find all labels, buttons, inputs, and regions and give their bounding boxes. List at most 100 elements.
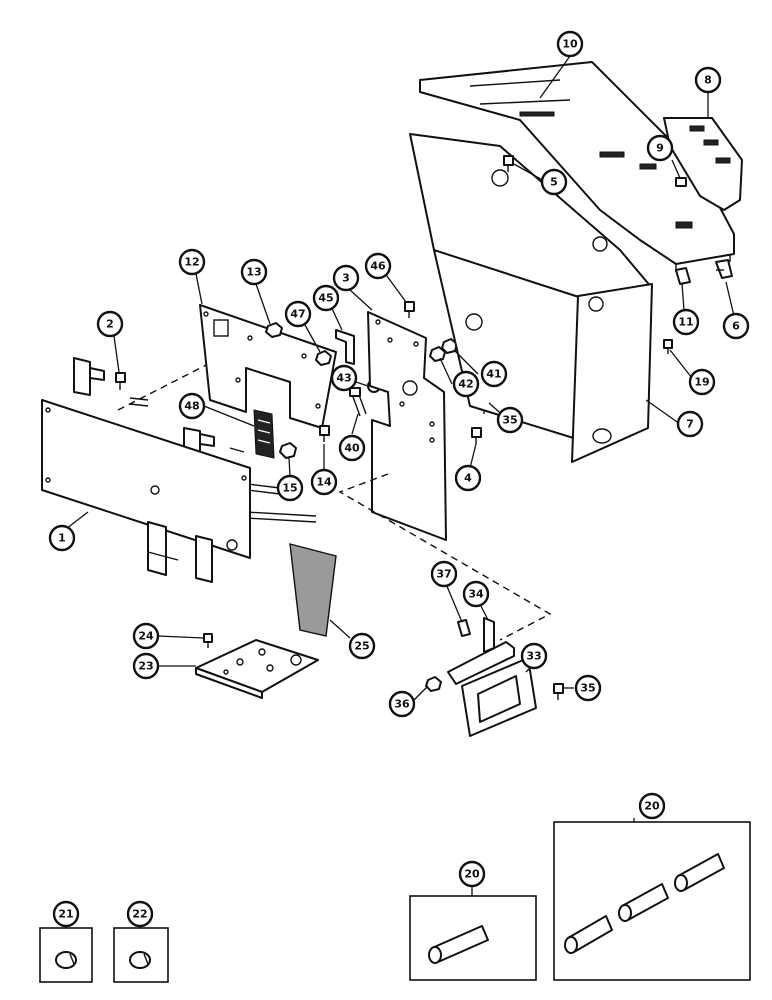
part-5-screw (503, 155, 514, 172)
callout-19: 19 (688, 368, 716, 396)
svg-text:11: 11 (678, 316, 693, 329)
svg-text:9: 9 (656, 142, 664, 155)
part-22-plug-box (113, 927, 169, 983)
svg-text:20: 20 (644, 800, 660, 813)
callout-12: 12 (178, 248, 206, 276)
callout-7: 7 (676, 410, 704, 438)
svg-text:12: 12 (184, 256, 199, 269)
svg-text:35: 35 (502, 414, 517, 427)
callout-3: 3 (332, 264, 360, 292)
svg-text:35: 35 (580, 682, 595, 695)
callout-4: 4 (454, 464, 482, 492)
svg-text:6: 6 (732, 320, 740, 333)
svg-text:25: 25 (354, 640, 369, 653)
callout-9: 9 (646, 134, 674, 162)
part-40-stud (349, 387, 367, 417)
svg-text:46: 46 (370, 260, 386, 273)
svg-text:34: 34 (468, 588, 484, 601)
svg-text:8: 8 (704, 74, 712, 87)
callout-20-single: 20 (458, 860, 486, 888)
callout-24: 24 (132, 622, 160, 650)
svg-text:48: 48 (184, 400, 199, 413)
part-20-single-sleeve-box (409, 895, 537, 981)
callout-1: 1 (48, 524, 76, 552)
svg-text:40: 40 (344, 442, 360, 455)
callout-34: 34 (462, 580, 490, 608)
callout-46: 46 (364, 252, 392, 280)
callout-20-triple: 20 (638, 792, 666, 820)
svg-text:3: 3 (342, 272, 350, 285)
callout-8: 8 (694, 66, 722, 94)
part-46-screw (404, 301, 415, 318)
callout-43: 43 (330, 364, 358, 392)
part-45-clip (335, 329, 355, 365)
callout-11: 11 (672, 308, 700, 336)
svg-text:24: 24 (138, 630, 154, 643)
alignment-line-lower (338, 473, 552, 641)
svg-text:15: 15 (282, 482, 297, 495)
callout-25: 25 (348, 632, 376, 660)
part-12-mounting-plate (199, 304, 337, 429)
part-35-screw-lower (553, 683, 564, 700)
svg-text:13: 13 (246, 266, 261, 279)
part-33-tray (461, 657, 537, 737)
part-14-screw (319, 425, 330, 442)
svg-text:47: 47 (290, 308, 305, 321)
callout-48: 48 (178, 392, 206, 420)
callout-37: 37 (430, 560, 458, 588)
callout-35-upper: 35 (496, 406, 524, 434)
svg-text:33: 33 (526, 650, 541, 663)
svg-text:19: 19 (694, 376, 709, 389)
part-42-nut (429, 346, 446, 362)
part-13-nut (265, 322, 283, 338)
callout-35-lower: 35 (574, 674, 602, 702)
callout-21: 21 (52, 900, 80, 928)
svg-text:1: 1 (58, 532, 66, 545)
svg-text:36: 36 (394, 698, 410, 711)
part-21-plug-box (39, 927, 93, 983)
callout-10: 10 (556, 30, 584, 58)
svg-text:42: 42 (458, 378, 473, 391)
svg-text:7: 7 (686, 418, 694, 431)
callout-2: 2 (96, 310, 124, 338)
part-37-clip (457, 619, 471, 637)
callout-22: 22 (126, 900, 154, 928)
part-11-clip (675, 267, 691, 285)
part-6-clip (715, 259, 733, 279)
svg-text:43: 43 (336, 372, 351, 385)
callout-41: 41 (480, 360, 508, 388)
callout-15: 15 (276, 474, 304, 502)
svg-text:22: 22 (132, 908, 147, 921)
callout-47: 47 (284, 300, 312, 328)
part-2-screw (115, 372, 126, 390)
part-9-knob (675, 177, 687, 187)
callout-45: 45 (312, 284, 340, 312)
callout-6: 6 (722, 312, 750, 340)
svg-text:23: 23 (138, 660, 153, 673)
svg-text:37: 37 (436, 568, 451, 581)
part-3-side-plate (367, 311, 447, 541)
part-4-screw (471, 427, 482, 444)
svg-text:21: 21 (58, 908, 73, 921)
callout-36: 36 (388, 690, 416, 718)
part-15-nut (279, 442, 297, 459)
svg-text:20: 20 (464, 868, 480, 881)
callout-42: 42 (452, 370, 480, 398)
callout-40: 40 (338, 434, 366, 462)
svg-text:41: 41 (486, 368, 501, 381)
svg-text:14: 14 (316, 476, 332, 489)
svg-text:2: 2 (106, 318, 114, 331)
alignment-line-upper (117, 357, 221, 411)
part-1-base-frame (41, 357, 317, 583)
part-23-bracket-plate (195, 639, 319, 699)
callout-14: 14 (310, 468, 338, 496)
svg-text:4: 4 (464, 472, 472, 485)
svg-text:5: 5 (550, 176, 558, 189)
part-47-nut (315, 350, 332, 366)
part-24-screw (203, 633, 213, 648)
part-10-top-panel (419, 61, 735, 272)
callout-23: 23 (132, 652, 160, 680)
part-36-nut (425, 676, 442, 692)
part-19-screw (663, 339, 673, 354)
